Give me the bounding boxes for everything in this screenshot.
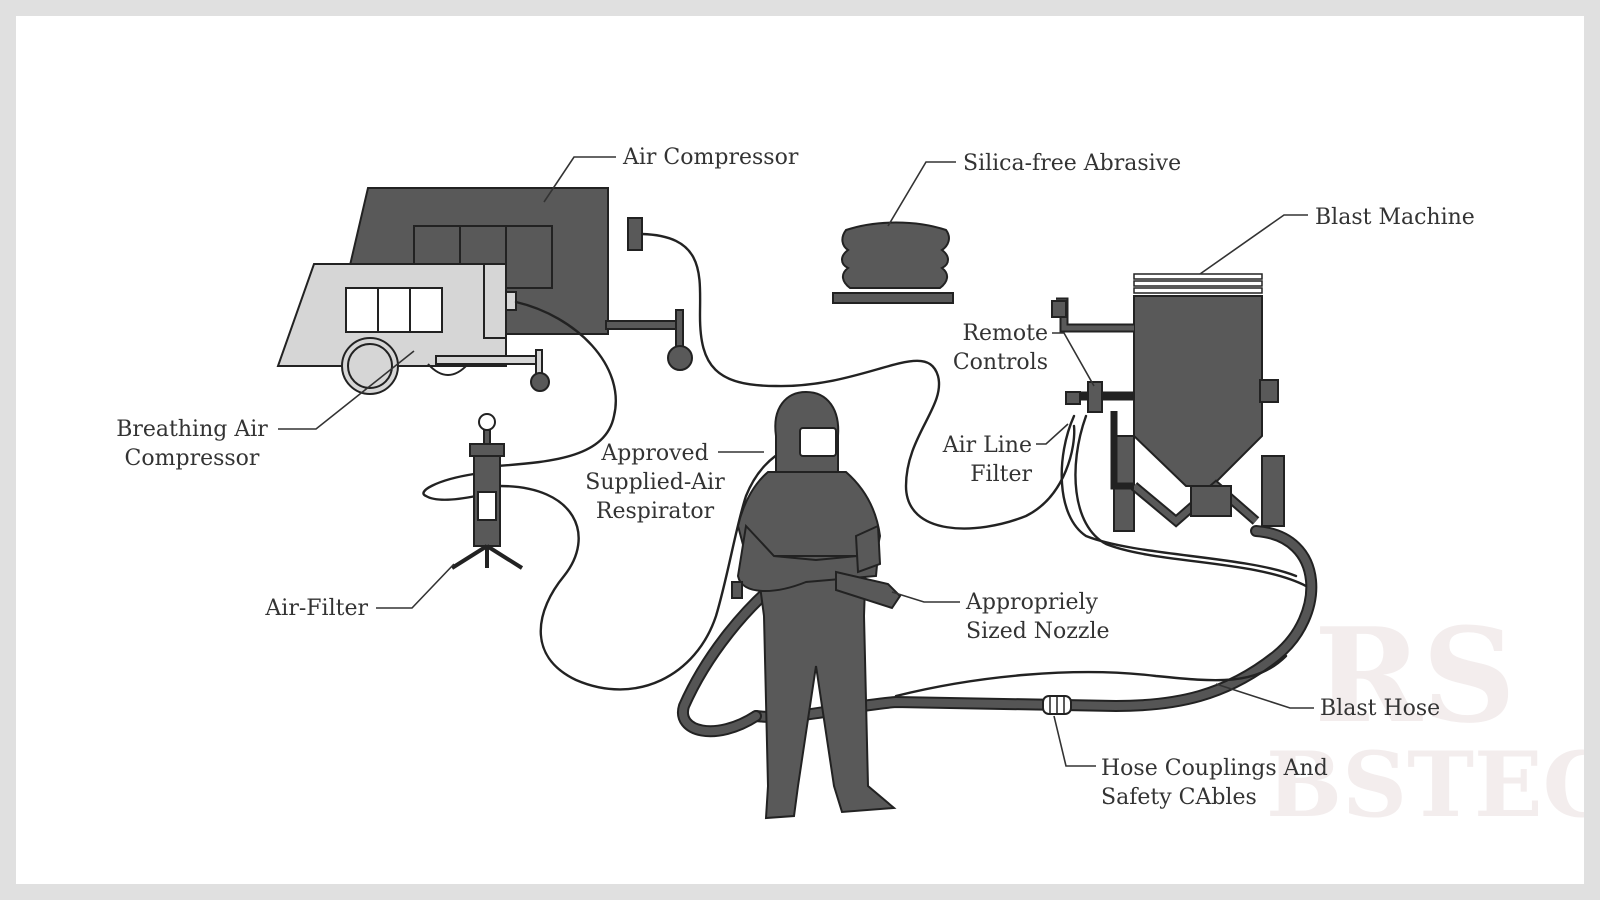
label-blast-hose: Blast Hose [1320, 696, 1440, 721]
label-air-filter: Air-Filter [264, 596, 368, 621]
label-respirator-line3: Respirator [596, 499, 715, 524]
air-compressor-outlet [627, 217, 643, 251]
label-respirator-line1: Approved [600, 441, 708, 466]
watermark-line2: BSTEC [1266, 732, 1584, 838]
label-remote-controls-line1: Remote [962, 321, 1048, 346]
blast-machine-vessel [1133, 295, 1263, 487]
filter-inlet-hose [422, 472, 478, 501]
label-air-compressor: Air Compressor [622, 145, 799, 170]
label-nozzle-line1: Appropriely [965, 590, 1099, 615]
breathing-air-compressor-wheel [341, 337, 399, 395]
label-breathing-air-compressor-line2: Compressor [125, 446, 260, 471]
blast-nozzle [835, 570, 902, 610]
compressor-air-hose [640, 232, 1076, 530]
label-hose-couplings-line1: Hose Couplings And [1101, 756, 1328, 781]
air-filter-unit [450, 413, 524, 570]
blast-machine-unit [1051, 273, 1285, 532]
leader-lines [278, 156, 1314, 767]
remote-control-handle [1051, 300, 1067, 318]
respirator-supply-hose [498, 448, 788, 691]
breathing-air-compressor-panel [345, 287, 443, 333]
operator-body [754, 555, 897, 820]
sandblasting-setup-diagram: RS BSTEC [116, 145, 1584, 838]
callout-labels: Air Compressor Silica-free Abrasive Blas… [116, 145, 1475, 810]
air-compressor-jack-wheel [667, 345, 693, 371]
watermark-line1: RS [1314, 599, 1516, 752]
abrasive-pallet [832, 292, 954, 304]
label-hose-couplings-line2: Safety CAbles [1101, 785, 1257, 810]
label-nozzle-line2: Sized Nozzle [966, 619, 1110, 644]
watermark-logo: RS BSTEC [1266, 599, 1584, 838]
diagram-frame: RS BSTEC [16, 16, 1584, 884]
blast-operator-figure [731, 390, 902, 820]
label-respirator-line2: Supplied-Air [585, 470, 725, 495]
label-silica-free-abrasive: Silica-free Abrasive [963, 151, 1181, 176]
breathing-air-compressor-unit [276, 263, 550, 395]
remote-control-cable-1 [1060, 414, 1298, 578]
label-air-line-filter-line2: Filter [970, 462, 1032, 487]
safety-cable [894, 654, 1288, 698]
label-blast-machine: Blast Machine [1315, 205, 1475, 230]
breathing-air-hose [494, 300, 617, 468]
label-air-line-filter-line1: Air Line [942, 433, 1032, 458]
air-hoses [422, 232, 1308, 691]
abrasive-sack [841, 221, 950, 289]
remote-control-cable-2 [1074, 414, 1308, 588]
air-line-filter-device [1087, 381, 1103, 413]
abrasive-bag [832, 221, 954, 304]
respirator-visor [799, 427, 837, 457]
label-remote-controls-line2: Controls [953, 350, 1048, 375]
label-breathing-air-compressor-line1: Breathing Air [116, 417, 268, 442]
hose-coupling [1042, 695, 1072, 715]
